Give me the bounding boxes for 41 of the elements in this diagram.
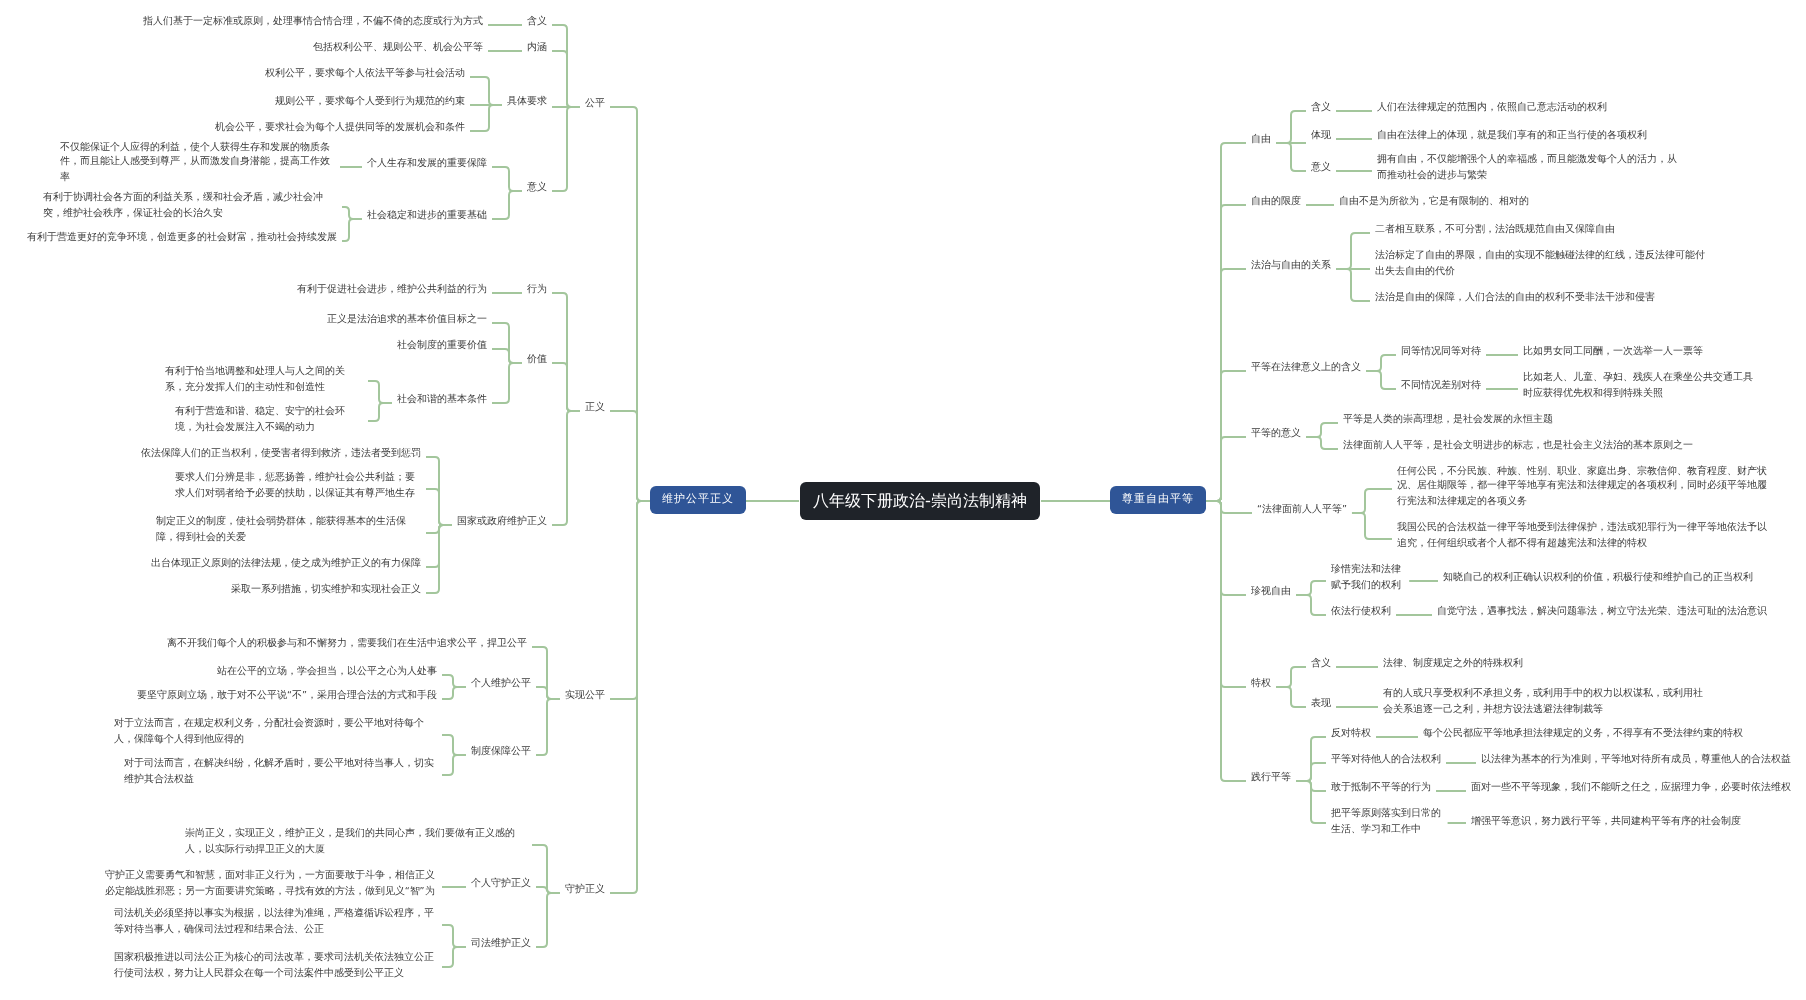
connector-line (1335, 138, 1373, 140)
connector-line (487, 50, 523, 52)
central-topic-box: 八年级下册政治-崇尚法制精神 (799, 481, 1041, 519)
connector-line (1445, 762, 1477, 764)
connector-line (1375, 736, 1419, 738)
connector-line (1335, 706, 1379, 708)
connector-line (1275, 686, 1307, 708)
connector-line (1275, 142, 1307, 172)
connector-line (425, 524, 453, 594)
connector-line (1039, 500, 1111, 502)
connector-line (339, 166, 363, 168)
connector-line (341, 218, 363, 242)
connector-line (1335, 268, 1371, 302)
connector-line (441, 946, 467, 968)
connector-line (441, 886, 467, 888)
connector-line (1408, 580, 1439, 582)
connector-line (1335, 666, 1379, 668)
connector-line (1335, 170, 1373, 172)
connector-line (491, 190, 523, 220)
connector-line (1205, 500, 1247, 782)
connector-line (609, 500, 651, 894)
connector-line (1435, 790, 1467, 792)
connector-line (441, 686, 467, 700)
connector-line (1365, 370, 1397, 390)
connector-line (551, 106, 581, 192)
connector-line (1295, 780, 1327, 824)
connector-line (1305, 204, 1335, 206)
connector-line (1350, 512, 1393, 540)
connector-line (469, 104, 503, 132)
connector-line (441, 754, 467, 776)
connector-line (1485, 354, 1519, 356)
connector-line (1446, 822, 1467, 824)
connector-line (1485, 388, 1519, 390)
connector-line (367, 402, 393, 422)
connector-line (487, 24, 523, 26)
connector-line (1305, 436, 1339, 450)
connector-line (1335, 110, 1373, 112)
connector-line (745, 500, 801, 502)
connector-line (491, 292, 523, 294)
connector-line (1295, 594, 1327, 616)
connector-line (1395, 614, 1433, 616)
